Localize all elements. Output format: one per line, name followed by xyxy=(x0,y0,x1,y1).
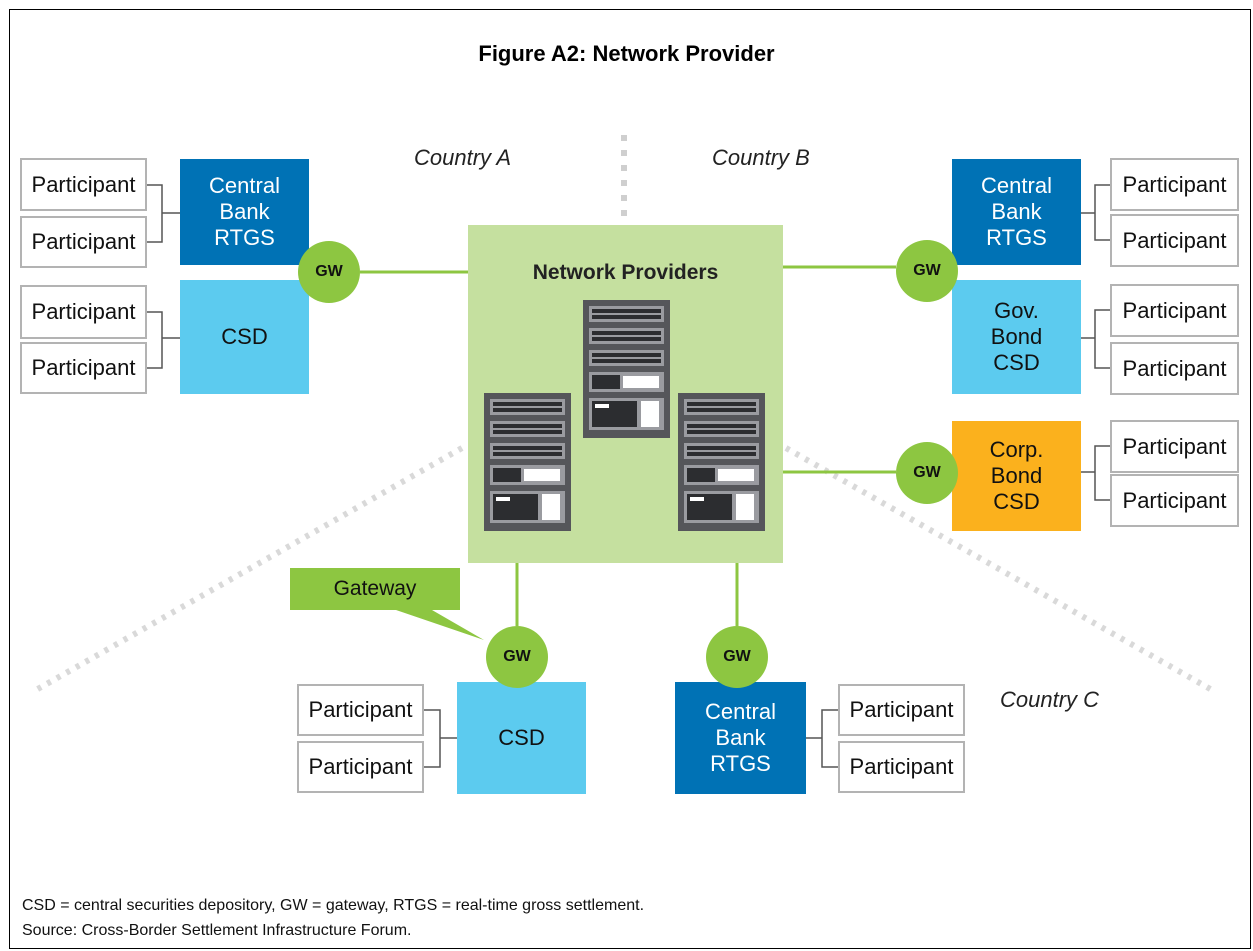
participant-box: Participant xyxy=(1110,284,1239,337)
figure-title: Figure A2: Network Provider xyxy=(478,41,775,66)
participant-box: Participant xyxy=(1110,474,1239,527)
bracket-c-csd xyxy=(424,709,457,768)
country-a-csd: CSD xyxy=(180,280,309,394)
figure-frame xyxy=(9,9,1251,949)
country-b-corp-bond-csd: Corp. Bond CSD xyxy=(952,421,1081,531)
participant-box: Participant xyxy=(1110,420,1239,473)
gateway-callout-label: Gateway xyxy=(333,577,417,600)
bracket-b-corp xyxy=(1081,445,1110,501)
country-a-rtgs: Central Bank RTGS xyxy=(180,159,309,265)
country-c-label: Country C xyxy=(1000,687,1100,712)
country-a-label: Country A xyxy=(414,145,512,170)
country-b-rtgs: Central Bank RTGS xyxy=(952,159,1081,265)
gateway-country-b-corp: GW xyxy=(896,442,958,504)
participant-box: Participant xyxy=(838,741,965,793)
border-ac xyxy=(34,445,464,693)
bracket-a-csd xyxy=(147,311,180,369)
border-bc xyxy=(784,445,1214,693)
participant-box: Participant xyxy=(1110,158,1239,211)
bracket-a-rtgs xyxy=(147,184,180,243)
participant-box: Participant xyxy=(297,741,424,793)
gateway-country-c-csd: GW xyxy=(486,626,548,688)
country-b-label: Country B xyxy=(712,145,810,170)
footnote-abbreviations: CSD = central securities depository, GW … xyxy=(22,897,645,914)
gateway-country-c-rtgs: GW xyxy=(706,626,768,688)
participant-box: Participant xyxy=(1110,214,1239,267)
gateway-country-b: GW xyxy=(896,240,958,302)
server-rack-icon xyxy=(484,393,571,531)
bracket-b-rtgs xyxy=(1081,184,1110,241)
gateway-country-a: GW xyxy=(298,241,360,303)
country-c-rtgs: Central Bank RTGS xyxy=(675,682,806,794)
gateway-callout-shape xyxy=(290,568,484,640)
participant-box: Participant xyxy=(20,158,147,211)
footnote-source: Source: Cross-Border Settlement Infrastr… xyxy=(22,922,412,939)
country-c-csd: CSD xyxy=(457,682,586,794)
bracket-c-rtgs xyxy=(806,709,838,768)
participant-box: Participant xyxy=(20,285,147,339)
server-rack-icon xyxy=(678,393,765,531)
participant-box: Participant xyxy=(20,342,147,394)
server-rack-icon xyxy=(583,300,670,438)
participant-box: Participant xyxy=(838,684,965,736)
participant-box: Participant xyxy=(20,216,147,268)
bracket-b-gov xyxy=(1081,309,1110,369)
country-b-gov-bond-csd: Gov. Bond CSD xyxy=(952,280,1081,394)
network-providers-label: Network Providers xyxy=(532,261,719,284)
participant-box: Participant xyxy=(1110,342,1239,395)
participant-box: Participant xyxy=(297,684,424,736)
